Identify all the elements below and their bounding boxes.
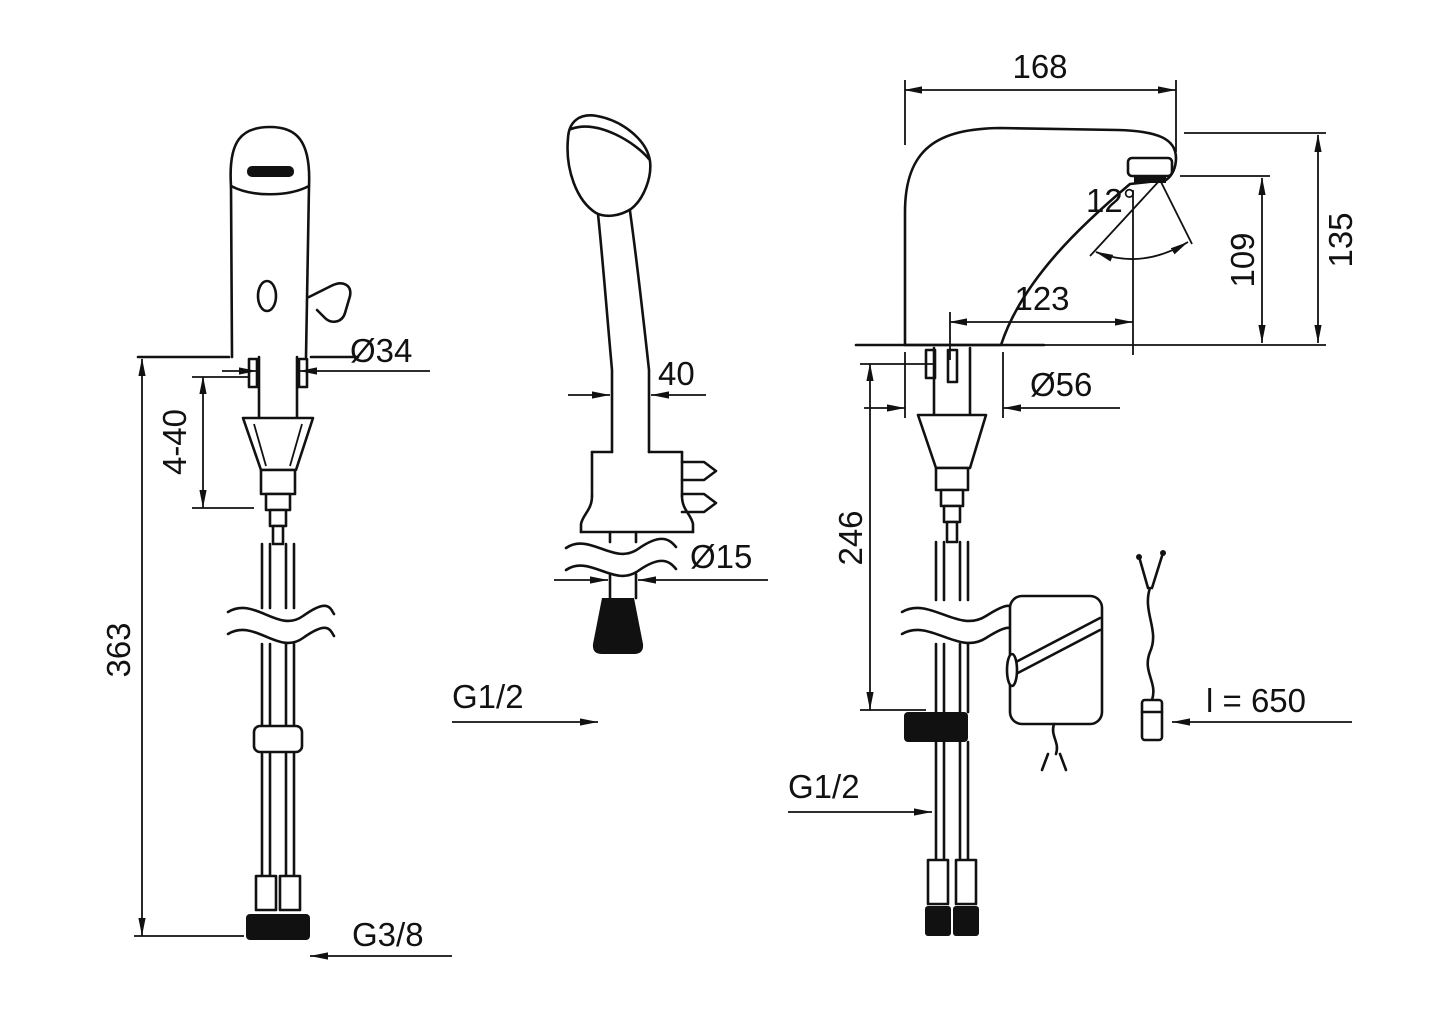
aerator-outlet — [1134, 176, 1166, 183]
side-lever — [307, 282, 352, 323]
dim-label-shank-diameter: Ø34 — [350, 332, 412, 369]
dim-label-install-depth: 363 — [100, 622, 137, 677]
dimension-below-deck: 246 — [832, 363, 934, 711]
faucet-front-body — [229, 125, 352, 359]
jet-angle-annotation: 12° — [1086, 179, 1193, 262]
hose-nipple — [680, 492, 718, 514]
hose-clip — [252, 724, 304, 754]
power-supply-unit — [1005, 594, 1104, 772]
faucet-side-body — [903, 126, 1178, 347]
mounting-shank — [247, 355, 309, 422]
side-underdeck-assembly — [900, 346, 1018, 936]
escutcheon-cone — [241, 416, 315, 546]
hose-connector — [278, 874, 302, 912]
escutcheon-cone — [916, 413, 988, 470]
spray-handle — [596, 209, 651, 454]
bottom-nut — [925, 906, 951, 936]
dim-label-side-thread: G1/2 — [788, 768, 860, 805]
bottom-nut — [246, 914, 310, 940]
power-cable — [1051, 722, 1059, 756]
dim-label-bracket-width: 40 — [658, 355, 695, 392]
dim-label-hose-diameter: Ø15 — [690, 538, 752, 575]
supply-hoses — [226, 542, 336, 940]
dimension-side-thread: G1/2 — [788, 768, 932, 816]
hose-connector — [954, 858, 978, 906]
spray-hose — [564, 530, 678, 654]
dimension-outlet-height: 109 — [1180, 175, 1270, 343]
dim-label-bottom-thread: G3/8 — [352, 916, 424, 953]
dimension-hose-diameter: Ø15 — [554, 538, 768, 584]
side-view: 12° 168 135 109 123 Ø — [788, 48, 1359, 936]
break-line — [900, 626, 1018, 645]
connection-cable — [1136, 550, 1166, 742]
dim-label-cable-length: l = 650 — [1206, 682, 1306, 719]
cable-wave — [1146, 586, 1155, 702]
hand-spray-view: 40 Ø15 G1/2 — [452, 114, 768, 726]
sensor-window — [256, 279, 278, 313]
spout-outlet — [247, 166, 294, 177]
dim-label-clamp-range: 4-40 — [156, 409, 193, 475]
break-line — [564, 559, 678, 578]
dim-label-base-diameter: Ø56 — [1030, 366, 1092, 403]
hose-connector — [926, 858, 950, 906]
dim-label-outlet-height: 109 — [1224, 232, 1261, 287]
hose-connector — [254, 874, 278, 912]
dimension-bottom-thread: G3/8 — [310, 916, 452, 960]
dim-label-outlet-reach: 123 — [1014, 280, 1069, 317]
break-line — [564, 537, 678, 556]
dimension-reach-total: 168 — [904, 48, 1177, 152]
wall-bracket — [579, 450, 718, 534]
dimension-outlet-reach: 123 — [949, 190, 1134, 360]
hose-cone-nut — [592, 598, 644, 654]
hose-nipple — [680, 460, 718, 482]
bottom-nut — [953, 906, 979, 936]
dimension-total-height: 135 — [1184, 132, 1359, 343]
front-view: Ø34 4-40 363 G3/8 — [100, 125, 452, 960]
dimension-shank-diameter: Ø34 — [222, 332, 430, 375]
aerator — [1126, 156, 1174, 178]
dimension-cable-length: l = 650 — [1172, 682, 1352, 726]
dimension-clamp-range: 4-40 — [156, 376, 254, 509]
dim-label-below-deck: 246 — [832, 510, 869, 565]
dim-label-total-height: 135 — [1322, 212, 1359, 267]
spray-head — [566, 114, 652, 218]
dimension-bracket-width: 40 — [568, 355, 706, 399]
dim-label-spray-thread: G1/2 — [452, 678, 524, 715]
dim-label-reach-total: 168 — [1012, 48, 1067, 85]
dimension-base-diameter: Ø56 — [864, 352, 1120, 418]
break-line — [900, 604, 1018, 623]
dimension-install-depth: 363 — [100, 358, 244, 937]
g12-fitting — [904, 712, 968, 742]
break-line — [226, 626, 336, 645]
dim-label-jet-angle: 12° — [1086, 182, 1136, 219]
cable-plug — [1140, 698, 1164, 742]
break-line — [226, 604, 336, 623]
dimension-spray-thread: G1/2 — [452, 678, 598, 726]
